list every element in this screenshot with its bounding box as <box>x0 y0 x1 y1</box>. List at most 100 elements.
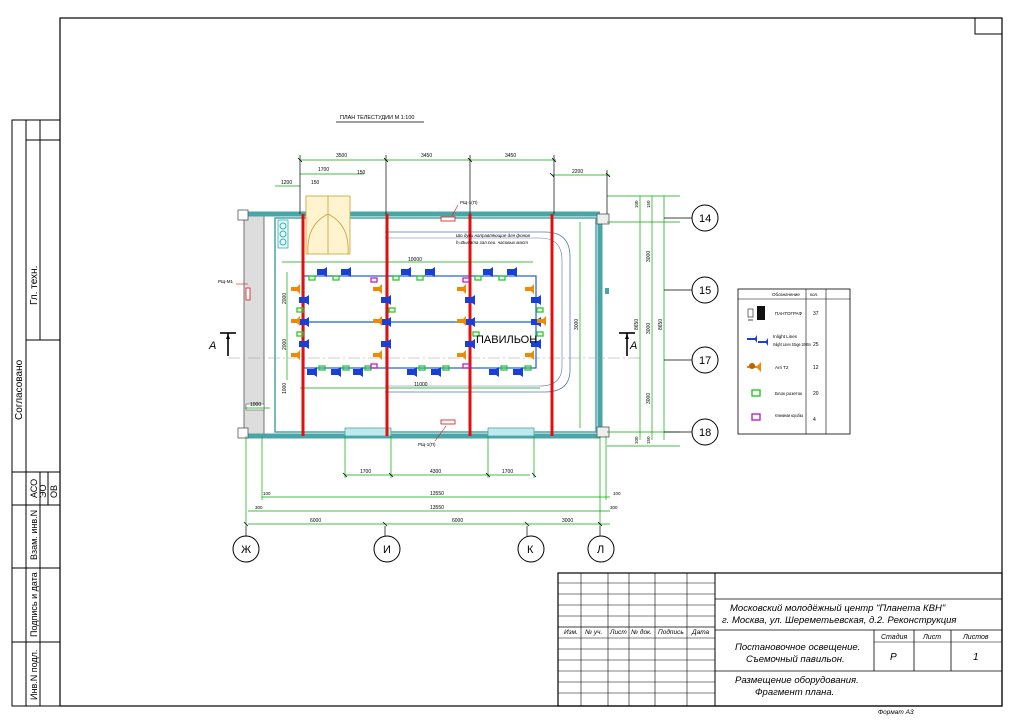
tb-organization: Московский молодёжный центр "Планета КВН… <box>730 603 946 614</box>
podpis-label: Подпись и дата <box>29 572 39 637</box>
fresnel-fixture <box>457 350 466 360</box>
spotlight-fixture <box>317 267 327 277</box>
spotlight-fixture <box>507 267 517 277</box>
spotlight-fixture <box>299 295 309 305</box>
legend-row-2-name: Inlight Lines Stage 1000A <box>773 342 811 347</box>
socket-block <box>524 365 532 371</box>
spotlight-fixture <box>331 367 341 377</box>
dim-top-6: 1200 <box>281 180 292 186</box>
tb-project-1: Постановочное освещение. <box>735 642 860 653</box>
socket-block <box>472 331 480 337</box>
spotlight-fixture <box>431 367 441 377</box>
tb-col-list: Лист <box>609 629 627 636</box>
tb-sheet-header: Лист <box>922 634 941 641</box>
socket-block <box>442 365 450 371</box>
spotlight-fixture <box>341 267 351 277</box>
room-label: ПАВИЛЬОН <box>476 334 537 346</box>
junction-box-icon <box>751 413 761 421</box>
spotlight-fixture <box>353 367 363 377</box>
panels: РЩ-1(П) РЩ-М1 РЩ-1(П) <box>218 200 478 447</box>
aso-label: АСО <box>29 479 39 498</box>
junction-box <box>370 277 378 283</box>
spotlight-fixture <box>489 367 499 377</box>
gl-tekh-label: Гл. техн. <box>29 266 40 305</box>
dim-bottom-6: 6000 <box>310 518 321 524</box>
dim-inner-3: 2000 <box>282 293 288 304</box>
spotlight-fixture <box>465 317 475 327</box>
junction-box <box>370 363 378 369</box>
spotlight-fixture <box>401 267 411 277</box>
dim-bottom-2: 4300 <box>430 469 441 475</box>
dim-right-9: 100 <box>634 200 639 208</box>
dim-top-3: 3450 <box>505 153 516 159</box>
spotlight-fixture <box>381 339 391 349</box>
dim-right-1: 3000 <box>646 251 652 262</box>
dim-bottom-1: 1700 <box>360 469 371 475</box>
fresnel-fixture <box>525 284 534 294</box>
spotlight-fixture <box>299 339 309 349</box>
dim-bottom-8: 3000 <box>562 518 573 524</box>
legend-row-5-qty: 4 <box>813 417 816 423</box>
section-a-left: А <box>208 340 216 352</box>
spotlight-fixture <box>299 317 309 327</box>
dimension-lines <box>245 159 680 526</box>
dim-right-5: 8650 <box>658 319 664 330</box>
spotlight-fixture <box>307 367 317 377</box>
pantograph-grid <box>303 275 537 369</box>
spotlight-fixture <box>465 295 475 305</box>
axis-zh: Ж <box>241 544 251 556</box>
legend-row-4-name: Блок розеток <box>775 391 802 396</box>
fresnel-fixture <box>291 316 300 326</box>
spotlight-fixture <box>407 367 417 377</box>
socket-block <box>318 365 326 371</box>
dim-inner-1: 10000 <box>408 257 422 263</box>
spotlight-fixture <box>531 339 541 349</box>
legend-row-2-name-a: Inlight Lines <box>773 334 798 339</box>
axis-k: К <box>527 544 534 556</box>
socket-block <box>308 275 316 281</box>
tb-sheet-name-1: Размещение оборудования. <box>735 675 859 686</box>
socket-block <box>474 275 482 281</box>
socket-block <box>498 275 506 281</box>
dim-bottom-11: 100 <box>613 491 621 496</box>
fresnel-fixture <box>373 350 382 360</box>
tb-stage-value: Р <box>890 652 897 663</box>
tb-sheet-name-2: Фрагмент плана. <box>755 687 834 698</box>
tb-address: г. Москва, ул. Шереметьевская, д.2. Реко… <box>722 615 957 626</box>
spotlight-fixture <box>513 367 523 377</box>
dimension-labels: 3500 3450 3450 2200 1700 1200 150 150 10… <box>250 153 664 524</box>
dim-top-5: 1700 <box>318 167 329 173</box>
dim-bottom-3: 1700 <box>502 469 513 475</box>
spotlight-fixture <box>465 339 475 349</box>
dim-top-1: 3500 <box>336 153 347 159</box>
dim-right-10: 100 <box>634 436 639 444</box>
panel-2-label: РЩ-М1 <box>218 279 233 284</box>
row-axes: 14 15 17 18 <box>691 204 719 446</box>
axis-14: 14 <box>699 213 711 225</box>
axis-i: И <box>383 544 391 556</box>
dim-bottom-7: 6000 <box>452 518 463 524</box>
fresnel-icon <box>747 362 761 372</box>
dim-top-4: 2200 <box>572 169 583 175</box>
tb-col-doc: № док. <box>631 628 652 636</box>
dim-right-6: 3000 <box>574 319 580 330</box>
spotlight-fixture <box>531 295 541 305</box>
left-strip <box>11 119 61 707</box>
legend-header-qty: кол. <box>810 292 818 297</box>
dim-right-2: 3000 <box>646 323 652 334</box>
section-marker-right: А <box>619 332 637 356</box>
dim-inner-6: 1000 <box>282 383 288 394</box>
legend-table: Обозначение кол. ПАНТОГРАФ 37 Inlight Li… <box>737 288 851 435</box>
spotlight-fixture <box>381 295 391 305</box>
background-rail <box>385 231 571 393</box>
socket-block <box>500 365 508 371</box>
fresnel-fixture <box>291 350 300 360</box>
tb-col-sign: Подпись <box>658 628 684 636</box>
entrance-doors <box>305 195 351 255</box>
axis-18: 18 <box>699 427 711 439</box>
vzam-label: Взам. инв.N <box>29 510 39 560</box>
dim-bottom-9: 100 <box>263 491 271 496</box>
title-block <box>557 572 1003 707</box>
socket-block <box>536 307 544 313</box>
legend-row-2-qty: 25 <box>813 342 819 348</box>
